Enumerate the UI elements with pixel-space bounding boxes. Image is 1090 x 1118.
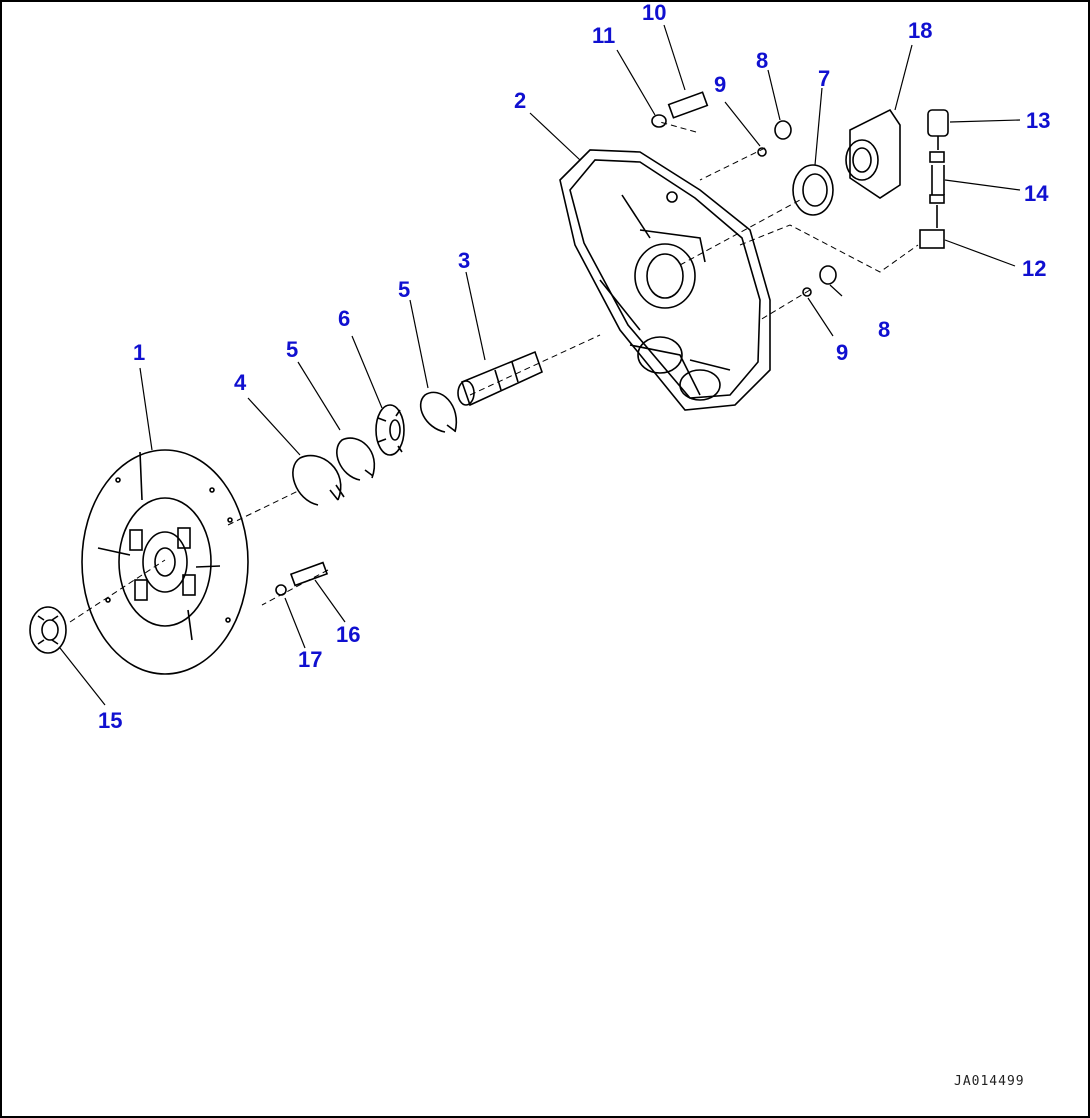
oil-seal-part — [792, 164, 834, 216]
bracket-part — [845, 108, 901, 199]
callout-17: 17 — [298, 647, 322, 672]
leader-lines — [59, 24, 1021, 706]
snap-ring-4-part — [292, 454, 345, 506]
callout-5b: 5 — [398, 277, 410, 302]
damper-disc-part — [81, 449, 249, 675]
callout-15: 15 — [98, 708, 122, 733]
callout-5a: 5 — [286, 337, 298, 362]
shaft-part — [457, 350, 543, 407]
callout-9b: 9 — [836, 340, 848, 365]
callout-8a: 8 — [756, 48, 768, 73]
fastener-parts — [275, 91, 837, 596]
callout-11: 11 — [592, 23, 615, 48]
assembly-dashed-lines — [69, 121, 919, 623]
callout-7: 7 — [818, 66, 830, 91]
callout-18: 18 — [908, 18, 932, 43]
callout-1: 1 — [133, 340, 145, 365]
callout-16: 16 — [336, 622, 360, 647]
callout-12: 12 — [1022, 256, 1046, 281]
callout-13: 13 — [1026, 108, 1050, 133]
bearing-part — [375, 404, 405, 456]
drawing-id: JA014499 — [954, 1074, 1025, 1089]
callout-2: 2 — [514, 88, 526, 113]
callout-9a: 9 — [714, 72, 726, 97]
sensor-assembly-part — [919, 109, 949, 249]
snap-ring-5a-part — [336, 437, 375, 481]
callout-3: 3 — [458, 248, 470, 273]
callout-6: 6 — [338, 306, 350, 331]
coupling-part — [29, 606, 67, 654]
callout-10: 10 — [642, 0, 666, 25]
callout-4: 4 — [234, 370, 247, 395]
snap-ring-5b-part — [419, 391, 458, 433]
callout-14: 14 — [1024, 181, 1049, 206]
callout-8b: 8 — [878, 317, 890, 342]
housing-part — [559, 149, 771, 411]
